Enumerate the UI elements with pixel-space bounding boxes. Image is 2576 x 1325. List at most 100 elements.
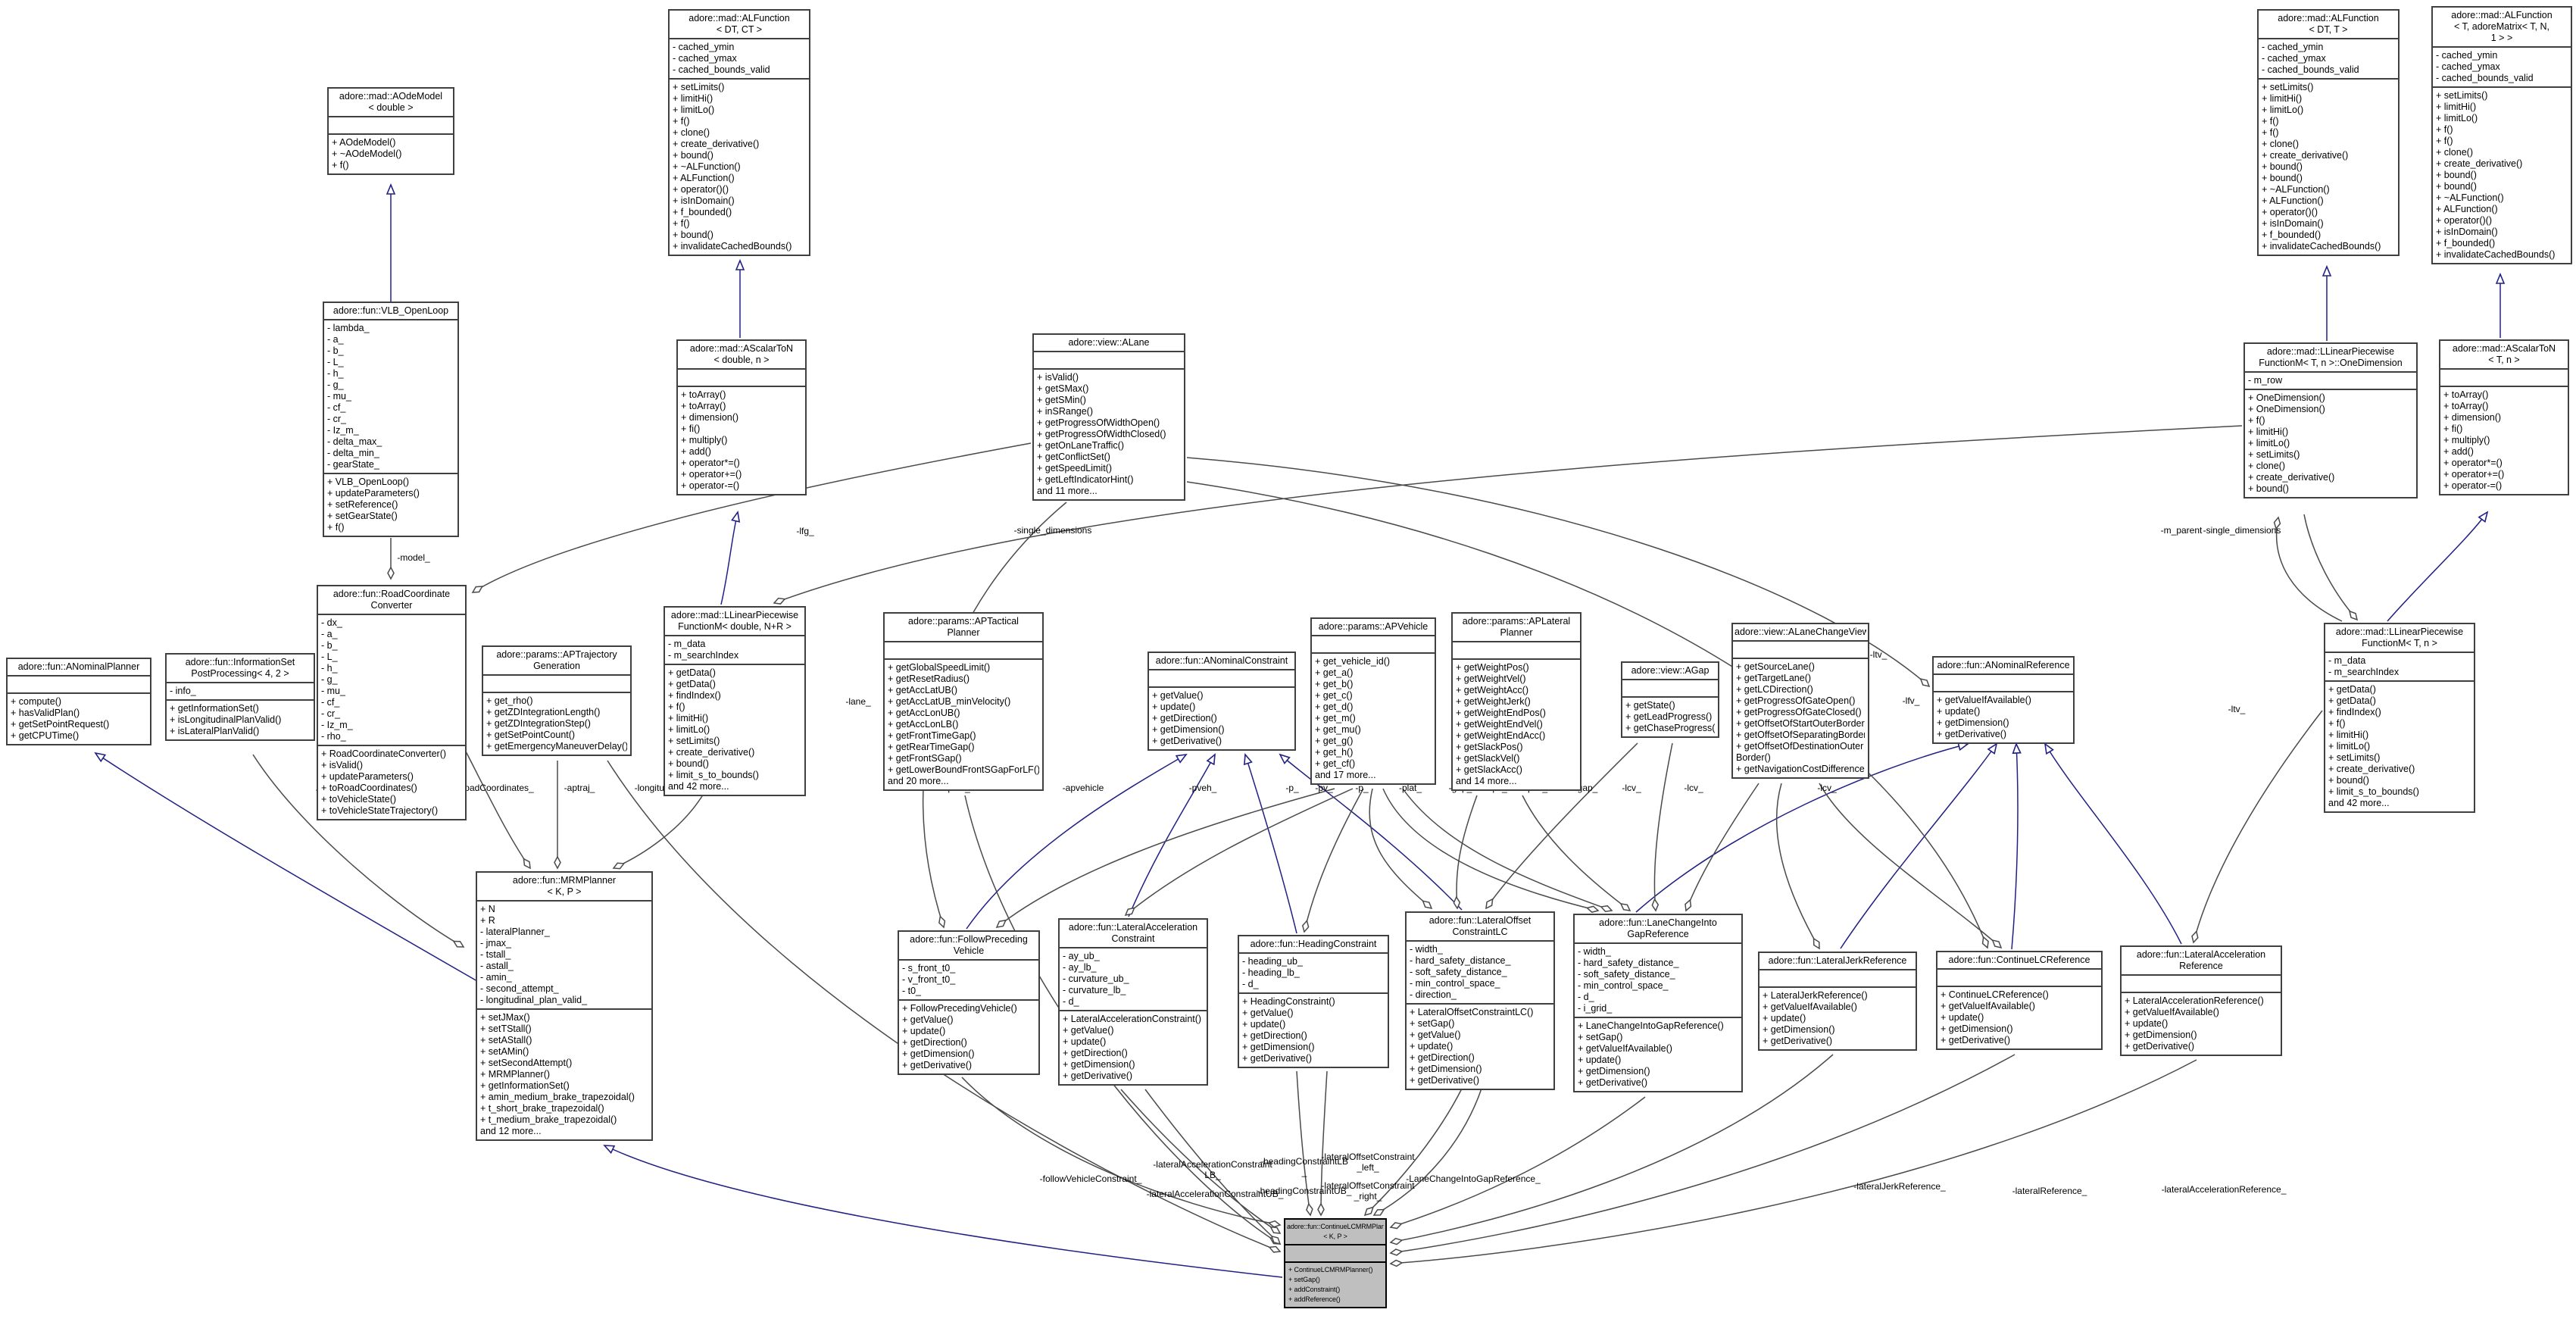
class-box-latjerk-ref[interactable]: adore::fun::LateralJerkReference+ Latera… bbox=[1758, 952, 1917, 1051]
class-methods: + FollowPrecedingVehicle()+ getValue()+ … bbox=[899, 1001, 1038, 1073]
class-method: + getDerivative() bbox=[1937, 729, 2007, 739]
class-methods: + getValueIfAvailable()+ update()+ getDi… bbox=[1934, 692, 2073, 742]
class-box-vlb[interactable]: adore::fun::VLB_OpenLoop- lambda_- a_- b… bbox=[323, 302, 459, 537]
edge-inherit-15 bbox=[603, 1145, 1283, 1278]
class-attribute: - a_ bbox=[327, 334, 344, 345]
edge-label: -apvehicle bbox=[1062, 783, 1104, 793]
class-method: + setLimits() bbox=[673, 82, 725, 92]
class-attributes bbox=[1149, 670, 1294, 688]
class-method: + toVehicleState() bbox=[321, 794, 397, 805]
class-attribute: - amin_ bbox=[480, 972, 512, 983]
class-method: + getDirection() bbox=[1242, 1030, 1307, 1041]
edge-label: -pveh_ bbox=[1188, 783, 1217, 793]
class-method: + getZDIntegrationStep() bbox=[486, 718, 591, 729]
class-title-line: adore::mad::ALFunction bbox=[2278, 13, 2379, 23]
class-method: + getProgressOfGateOpen() bbox=[1736, 695, 1856, 706]
class-method: and 14 more... bbox=[1456, 776, 1517, 786]
class-method: + getOffsetOfSeparatingBorder() bbox=[1736, 730, 1865, 740]
class-attributes: - width_- hard_safety_distance_- soft_sa… bbox=[1407, 942, 1553, 1005]
edge-label: -model_ bbox=[397, 552, 430, 563]
class-title-line: adore::fun::MRMPlanner bbox=[512, 875, 617, 886]
class-title-line: adore::mad::LLinearPiecewise bbox=[670, 610, 799, 620]
class-attribute: - hard_safety_distance_ bbox=[1578, 958, 1679, 968]
class-method: + isValid() bbox=[1037, 372, 1079, 383]
class-method: + getAccLonLB() bbox=[888, 719, 959, 730]
class-method: + getAccLatUB() bbox=[888, 685, 958, 695]
class-title-line: adore::view::ALane bbox=[1068, 337, 1150, 348]
class-method: + ~AOdeModel() bbox=[332, 148, 402, 159]
class-method: and 17 more... bbox=[1315, 770, 1376, 780]
edge-aggregate-53 bbox=[1389, 1054, 2016, 1256]
class-method: + clone() bbox=[2436, 147, 2473, 158]
class-box-alane[interactable]: adore::view::ALane+ isValid()+ getSMax()… bbox=[1032, 333, 1185, 501]
class-title: adore::view::ALaneChangeView bbox=[1733, 624, 1868, 642]
class-box-anomref[interactable]: adore::fun::ANominalReference+ getValueI… bbox=[1932, 656, 2075, 744]
class-method: + LateralJerkReference() bbox=[1763, 990, 1868, 1001]
class-attribute: - astall_ bbox=[480, 961, 514, 971]
class-method: + ALFunction() bbox=[2436, 204, 2498, 214]
class-title: adore::mad::ALFunction< DT, T > bbox=[2259, 11, 2398, 39]
edge-label: -aptraj_ bbox=[564, 783, 595, 793]
class-box-asc-tn[interactable]: adore::mad::AScalarToN< T, n >+ toArray(… bbox=[2439, 339, 2569, 495]
class-method: + getDerivative() bbox=[1152, 736, 1222, 746]
class-title: adore::fun::HeadingConstraint bbox=[1239, 936, 1388, 954]
class-box-anomplanner[interactable]: adore::fun::ANominalPlanner+ compute()+ … bbox=[6, 658, 151, 745]
class-box-contlc-ref[interactable]: adore::fun::ContinueLCReference+ Continu… bbox=[1936, 951, 2103, 1050]
class-method: + setReference() bbox=[327, 499, 398, 510]
class-box-asc-d[interactable]: adore::mad::AScalarToN< double, n >+ toA… bbox=[676, 339, 807, 495]
class-attributes bbox=[885, 642, 1042, 660]
class-box-mrm[interactable]: adore::fun::MRMPlanner< K, P >+ N+ R- la… bbox=[476, 871, 653, 1141]
class-method: + updateParameters() bbox=[321, 771, 414, 782]
class-box-main[interactable]: adore::fun::ContinueLCMRMPlanner< K, P >… bbox=[1284, 1218, 1387, 1308]
edge-label: -headingConstraintLB _ bbox=[1260, 1156, 1349, 1177]
class-method: + t_medium_brake_trapezoidal() bbox=[480, 1114, 617, 1125]
class-method: + bound() bbox=[2328, 775, 2369, 786]
class-box-alcv[interactable]: adore::view::ALaneChangeView+ getSourceL… bbox=[1731, 623, 1869, 779]
class-method: + getDimension() bbox=[902, 1048, 975, 1059]
class-attribute: - m_data bbox=[668, 639, 706, 649]
class-method: + getDimension() bbox=[1063, 1059, 1135, 1070]
class-method: + get_d() bbox=[1315, 702, 1354, 712]
class-attributes bbox=[1453, 642, 1580, 660]
class-box-anomconstraint[interactable]: adore::fun::ANominalConstraint+ getValue… bbox=[1147, 652, 1296, 751]
class-box-apvehicle[interactable]: adore::params::APVehicle+ get_vehicle_id… bbox=[1310, 617, 1436, 785]
class-method: + getEmergencyManeuverDelay() bbox=[486, 741, 627, 752]
edge-aggregate-21 bbox=[612, 792, 705, 870]
class-method: + getDimension() bbox=[1578, 1066, 1650, 1077]
class-box-heading-con[interactable]: adore::fun::HeadingConstraint- heading_u… bbox=[1238, 935, 1389, 1068]
class-attribute: - a_ bbox=[321, 629, 338, 639]
class-method: + update() bbox=[2125, 1018, 2169, 1029]
class-attributes: - m_data- m_searchIndex bbox=[665, 636, 804, 665]
class-box-alf-mat[interactable]: adore::mad::ALFunction< T, adoreMatrix< … bbox=[2431, 6, 2572, 264]
edge-label: -lateralAccelerationReference_ bbox=[2161, 1184, 2287, 1195]
class-method: + getInformationSet() bbox=[170, 703, 259, 714]
class-method: + getProgressOfWidthOpen() bbox=[1037, 417, 1160, 428]
class-box-agap[interactable]: adore::view::AGap+ getState()+ getLeadPr… bbox=[1621, 661, 1719, 738]
class-box-aode[interactable]: adore::mad::AOdeModel< double >+ AOdeMod… bbox=[327, 87, 454, 175]
class-method: + getLeftIndicatorHint() bbox=[1037, 474, 1134, 485]
class-method: + multiply() bbox=[2443, 435, 2490, 445]
class-box-alf-dtt[interactable]: adore::mad::ALFunction< DT, T >- cached_… bbox=[2257, 9, 2400, 256]
class-method: + setGap() bbox=[1288, 1276, 1320, 1283]
class-attribute: - cached_ymin bbox=[2436, 50, 2498, 61]
class-method: + LateralAccelerationConstraint() bbox=[1063, 1014, 1202, 1024]
edge-label: -ltv_ bbox=[1869, 649, 1888, 660]
class-attribute: - delta_min_ bbox=[327, 448, 379, 458]
class-method: + isInDomain() bbox=[2436, 227, 2498, 237]
class-box-alf-dtct[interactable]: adore::mad::ALFunction< DT, CT >- cached… bbox=[668, 9, 810, 256]
